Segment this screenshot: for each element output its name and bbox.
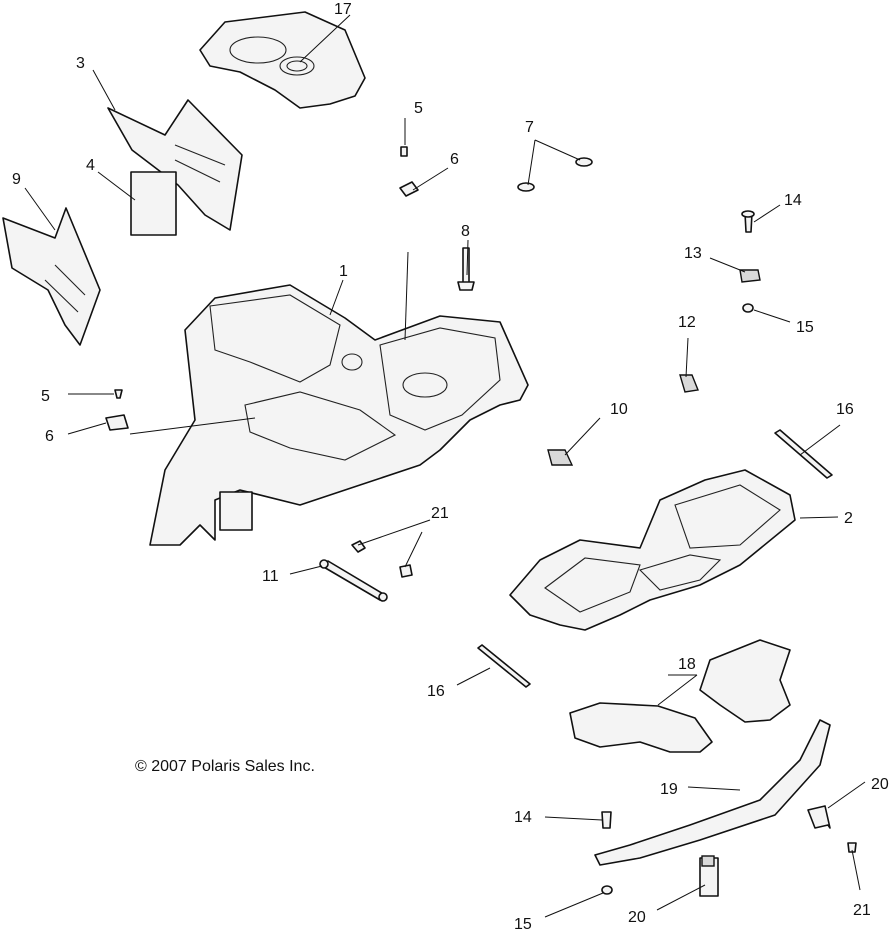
callout-14-bottom: 14 [514, 809, 532, 826]
part-18-pads [569, 639, 791, 753]
fasteners [105, 146, 857, 895]
callout-labels: 17 3 4 9 5 6 7 8 1 14 13 15 12 10 16 2 5… [12, 1, 889, 932]
callout-15-bottom: 15 [514, 916, 532, 932]
part-19-rail [594, 719, 831, 866]
part-11-strap [319, 559, 388, 602]
callout-20-bottom: 20 [628, 909, 646, 926]
callout-9: 9 [12, 171, 21, 188]
callout-1: 1 [339, 263, 348, 280]
callout-15-top: 15 [796, 319, 814, 336]
callout-19: 19 [660, 781, 678, 798]
callout-11: 11 [262, 568, 279, 585]
callout-4: 4 [86, 157, 95, 174]
part-20-brackets [699, 805, 831, 897]
leader-lines [24, 14, 866, 918]
callout-8: 8 [461, 223, 470, 240]
part-9-side-panel [2, 207, 101, 346]
callout-17: 17 [334, 1, 352, 18]
callout-6-top: 6 [450, 151, 459, 168]
part-2-rear-rack [509, 469, 796, 631]
copyright-notice: © 2007 Polaris Sales Inc. [135, 758, 315, 775]
callout-13: 13 [684, 245, 702, 262]
callout-5-left: 5 [41, 388, 50, 405]
callout-18: 18 [678, 656, 696, 673]
callout-10: 10 [610, 401, 628, 418]
part-16-pins [477, 429, 833, 688]
callout-14-top: 14 [784, 192, 802, 209]
part-3-side-panel [107, 99, 243, 231]
part-1-front-body [149, 284, 529, 546]
callout-3: 3 [76, 55, 85, 72]
part-17-cover [199, 11, 366, 109]
callout-21-mid: 21 [431, 505, 449, 522]
callout-12: 12 [678, 314, 696, 331]
part-4-decal [130, 171, 177, 236]
callout-6-left: 6 [45, 428, 54, 445]
callout-21-bottom: 21 [853, 902, 871, 919]
callout-20-right: 20 [871, 776, 889, 793]
callout-2: 2 [844, 510, 853, 527]
callout-7: 7 [525, 119, 534, 136]
callout-16-right: 16 [836, 401, 854, 418]
callout-16-left: 16 [427, 683, 445, 700]
callout-5-top: 5 [414, 100, 423, 117]
